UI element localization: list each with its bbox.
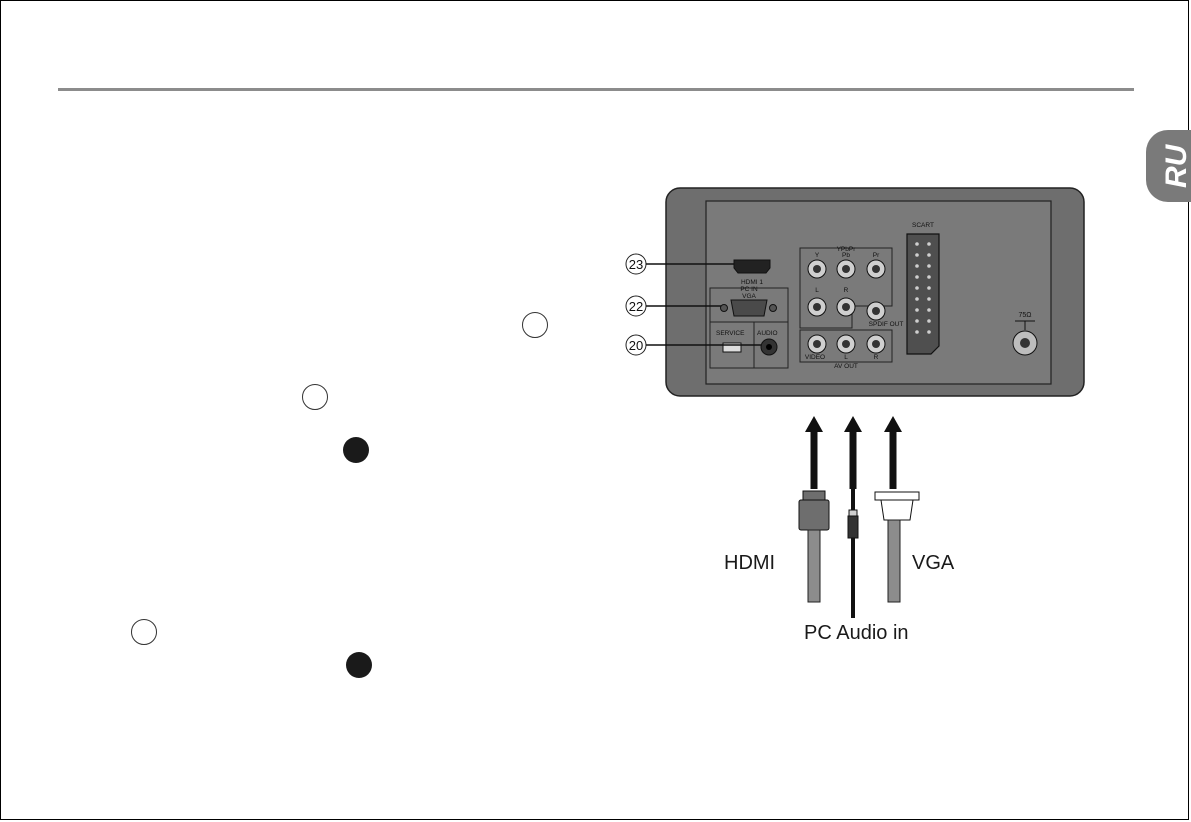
antenna-label: 75Ω — [1018, 312, 1031, 319]
callout-23: 23 — [625, 253, 734, 275]
language-tab: RU — [1146, 130, 1191, 202]
spdif-label: SPDIF OUT — [869, 321, 904, 328]
callout-22: 22 — [625, 295, 721, 317]
vga-port — [730, 299, 768, 317]
header-rule — [58, 88, 1134, 91]
arrow-vga — [884, 416, 902, 489]
marker-outline-1 — [522, 312, 548, 338]
scart-label: SCART — [912, 222, 934, 229]
rca-av-r — [866, 334, 886, 354]
audio-cable — [847, 488, 859, 618]
vga-cable — [874, 491, 920, 603]
av-r-label: R — [874, 354, 879, 361]
marker-filled-1 — [343, 437, 369, 463]
pr-label: Pr — [873, 252, 880, 259]
callout-20: 20 — [625, 334, 761, 356]
arrow-hdmi — [805, 416, 823, 489]
pc-in-label: PC IN — [740, 286, 758, 293]
rca-audio-r — [836, 297, 856, 317]
vga-label: VGA — [742, 293, 756, 300]
audio-cable-label: PC Audio in — [804, 622, 909, 644]
rca-audio-l — [807, 297, 827, 317]
rca-y — [807, 259, 827, 279]
language-tab-label: RU — [1160, 144, 1191, 188]
av-l-label: L — [844, 354, 848, 361]
connection-diagram: HDMI 1 PC IN VGA SERVICE AUDIO 23 22 20 … — [625, 187, 1085, 618]
vga-screw-left — [720, 304, 728, 312]
scart-port — [906, 233, 940, 355]
vga-cable-label: VGA — [912, 552, 955, 574]
r-label: R — [844, 287, 849, 294]
rca-video — [807, 334, 827, 354]
av-out-label: AV OUT — [834, 363, 858, 370]
pc-in-box — [709, 287, 789, 369]
service-port — [722, 342, 742, 353]
connector-plate — [705, 200, 1052, 385]
vga-screw-right — [769, 304, 777, 312]
svg-text:22: 22 — [629, 299, 643, 314]
rca-av-l — [836, 334, 856, 354]
hdmi-port — [733, 259, 771, 274]
hdmi-cable — [798, 490, 830, 603]
pb-label: Pb — [842, 252, 850, 259]
marker-outline-2 — [302, 384, 328, 410]
antenna-socket — [1012, 330, 1038, 356]
audio-label: AUDIO — [757, 330, 778, 337]
hdmi-port-label: HDMI 1 — [741, 279, 763, 286]
scart-pins — [915, 242, 931, 334]
rca-pr — [866, 259, 886, 279]
hdmi-cable-label: HDMI — [724, 552, 776, 574]
rca-spdif — [866, 301, 886, 321]
av-out-box — [799, 329, 893, 363]
marker-outline-3 — [131, 619, 157, 645]
ypbpr-label: YPbPr — [837, 246, 857, 253]
service-label: SERVICE — [716, 330, 745, 337]
svg-text:20: 20 — [629, 338, 643, 353]
svg-text:23: 23 — [629, 257, 643, 272]
video-label: VIDEO — [805, 354, 825, 361]
arrow-audio — [844, 416, 862, 489]
rca-pb — [836, 259, 856, 279]
l-label: L — [815, 287, 819, 294]
marker-filled-2 — [346, 652, 372, 678]
y-label: Y — [815, 252, 820, 259]
